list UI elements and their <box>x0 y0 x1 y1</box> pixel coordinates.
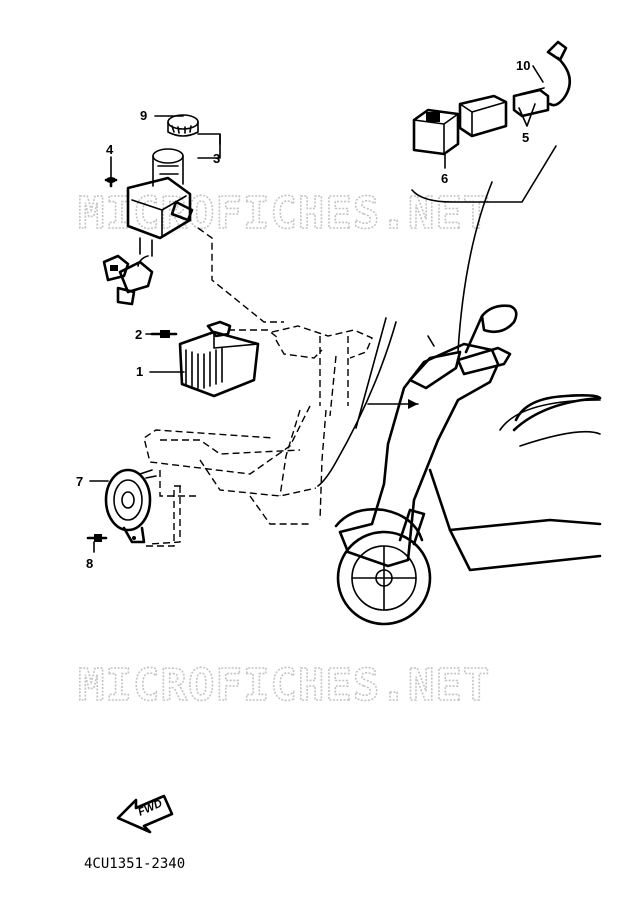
callout-1: 1 <box>136 364 143 379</box>
frame-dashed <box>143 325 373 545</box>
horn <box>104 468 157 544</box>
group-bracket-line <box>317 321 397 487</box>
screw-4 <box>104 177 118 188</box>
fwd-label: FWD <box>136 798 164 819</box>
scooter <box>334 304 602 626</box>
harness-10 <box>546 40 572 107</box>
callout-3: 3 <box>213 151 220 166</box>
relay-bracket-line <box>411 145 557 203</box>
flasher-relay-6 <box>412 108 460 156</box>
callout-6: 6 <box>441 171 448 186</box>
callout-2: 2 <box>135 327 142 342</box>
bolt-2 <box>150 330 178 338</box>
watermark-top: MICROFICHES.NET <box>78 188 490 239</box>
relay-5 <box>458 87 550 138</box>
leader-lines <box>89 65 544 553</box>
rectifier-regulator <box>178 320 260 398</box>
callout-8: 8 <box>86 556 93 571</box>
fwd-arrow-icon: FWD <box>116 794 174 834</box>
callout-4: 4 <box>106 142 114 157</box>
watermark-bottom: MICROFICHES.NET <box>78 660 490 711</box>
callout-10: 10 <box>516 58 530 73</box>
bolt-8 <box>86 534 108 542</box>
drawing-code: 4CU1351-2340 <box>84 856 185 872</box>
callout-7: 7 <box>76 474 83 489</box>
callout-9: 9 <box>140 108 147 123</box>
main-switch-assembly <box>102 114 199 306</box>
relay-location-line <box>457 181 493 353</box>
callout-5: 5 <box>522 130 529 145</box>
